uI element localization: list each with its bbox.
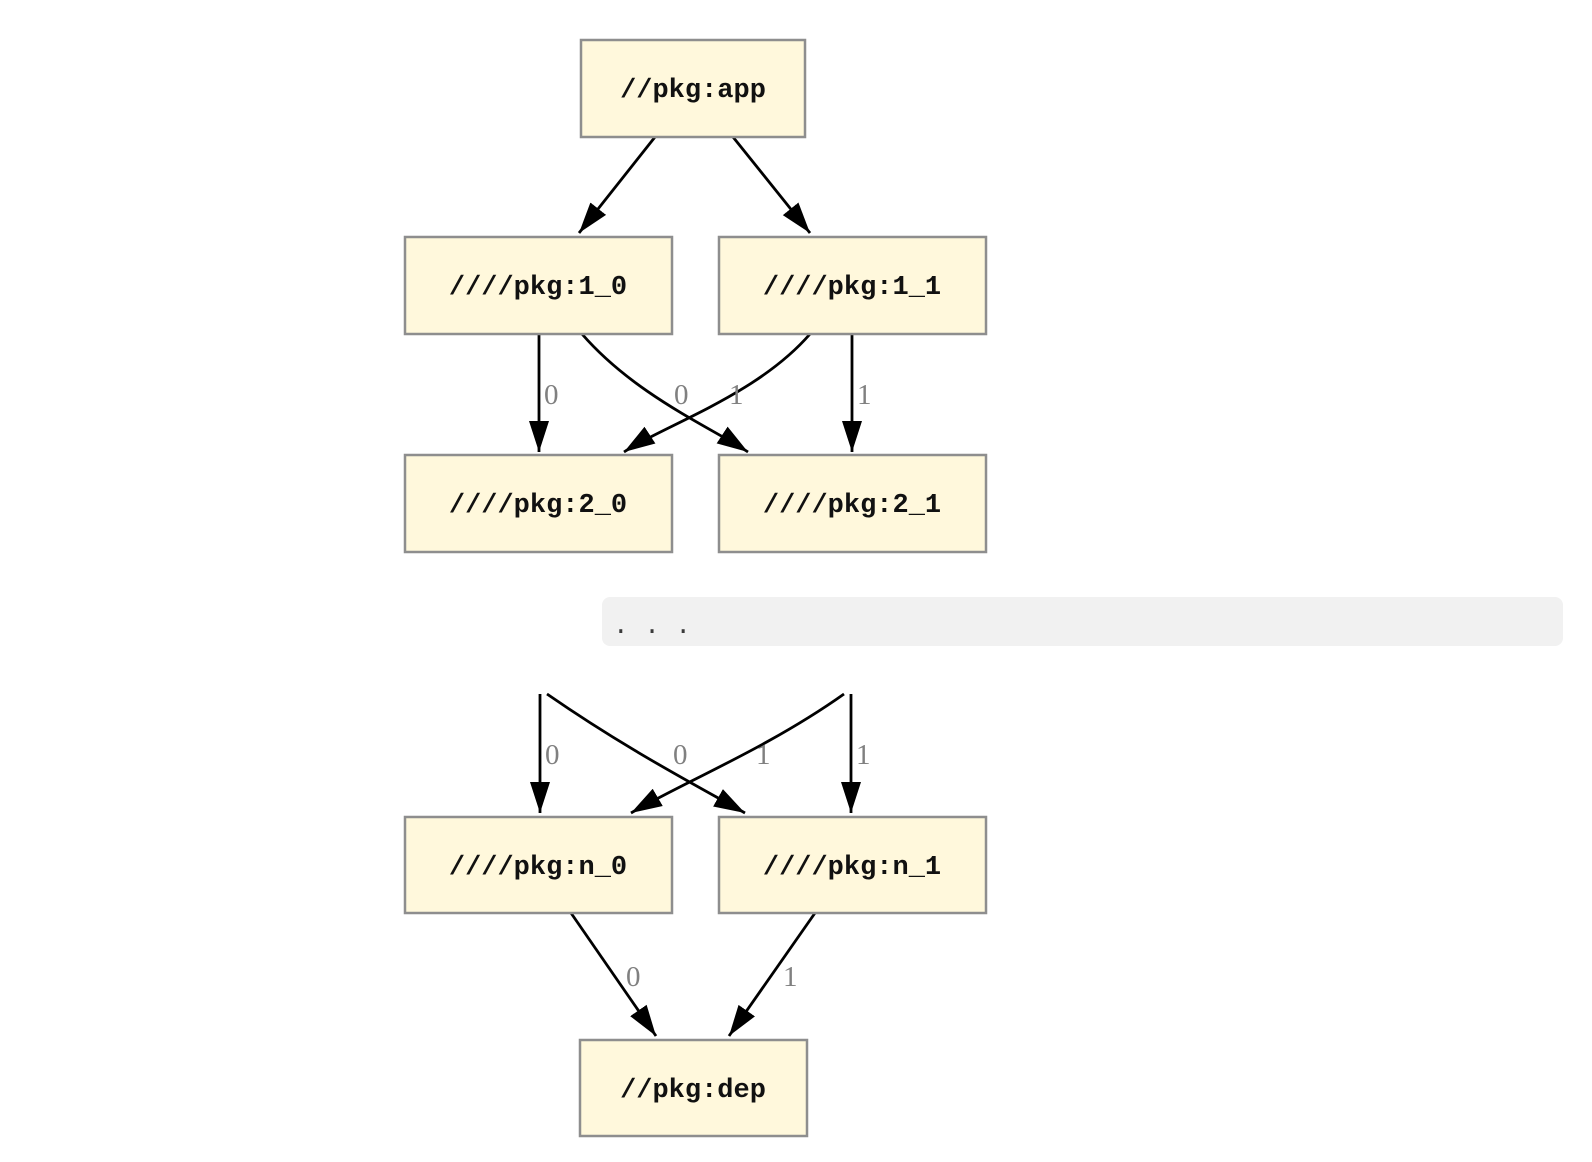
node-dep: //pkg:dep: [578, 1038, 809, 1138]
node-1_1-label: ////pkg:1_1: [763, 273, 941, 303]
dependency-diagram-bottom: ////pkg:n_0 ////pkg:n_1 //pkg:dep 0 0 1 …: [403, 692, 988, 1138]
node-dep-label: //pkg:dep: [620, 1076, 766, 1106]
node-n_0: ////pkg:n_0: [403, 815, 674, 915]
node-app-box: [579, 38, 807, 139]
edge-n_0-to-dep: [569, 912, 658, 1037]
edge-label-cross-to-n_0: 0: [673, 739, 688, 771]
edges-bottom: [530, 692, 861, 1037]
edge-labels-top: 0 0 1 1: [544, 379, 872, 411]
node-2_1: ////pkg:2_1: [717, 453, 988, 554]
node-app-label: //pkg:app: [620, 76, 766, 106]
edge-cross-to-n_1: [546, 692, 746, 815]
edge-app-to-1_1: [731, 136, 812, 234]
edge-label-1_0-to-2_1: 1: [729, 379, 744, 411]
node-n_1-box: [717, 815, 988, 915]
edge-n_1-to-dep: [727, 912, 817, 1037]
edge-label-n_0-to-dep: 0: [626, 961, 641, 993]
edge-label-1_1-to-2_1: 1: [857, 379, 872, 411]
edge-app-to-1_0: [577, 136, 657, 234]
edge-labels-bottom: 0 0 1 1 0 1: [545, 739, 871, 993]
edge-label-1_0-to-2_0: 0: [544, 379, 559, 411]
edge-label-n_1-to-dep: 1: [783, 961, 798, 993]
edge-label-1_1-to-2_0: 0: [674, 379, 689, 411]
node-dep-box: [578, 1038, 809, 1138]
edge-1_1-to-2_0: [623, 333, 812, 454]
node-n_1: ////pkg:n_1: [717, 815, 988, 915]
node-2_0-box: [403, 453, 674, 554]
edge-label-top-to-n_0: 0: [545, 739, 560, 771]
edge-1_0-to-2_1: [580, 333, 749, 454]
ellipsis-code-block: . . .: [602, 597, 1563, 646]
dependency-diagram-top: //pkg:app ////pkg:1_0 ////pkg:1_1 ////pk…: [403, 38, 988, 554]
edge-cross-to-n_0: [630, 692, 845, 815]
node-1_1-box: [717, 235, 988, 336]
node-n_0-label: ////pkg:n_0: [449, 853, 627, 883]
node-2_1-box: [717, 453, 988, 554]
node-2_1-label: ////pkg:2_1: [763, 491, 941, 521]
node-n_1-label: ////pkg:n_1: [763, 853, 941, 883]
edges-top: [529, 136, 862, 454]
node-1_0-label: ////pkg:1_0: [449, 273, 627, 303]
node-n_0-box: [403, 815, 674, 915]
edge-label-cross-to-n_1: 1: [756, 739, 771, 771]
ellipsis-text: . . .: [613, 610, 692, 641]
edge-label-top-to-n_1: 1: [856, 739, 871, 771]
node-1_0-box: [403, 235, 674, 336]
node-1_1: ////pkg:1_1: [717, 235, 988, 336]
node-app: //pkg:app: [579, 38, 807, 139]
node-2_0-label: ////pkg:2_0: [449, 491, 627, 521]
node-2_0: ////pkg:2_0: [403, 453, 674, 554]
node-1_0: ////pkg:1_0: [403, 235, 674, 336]
